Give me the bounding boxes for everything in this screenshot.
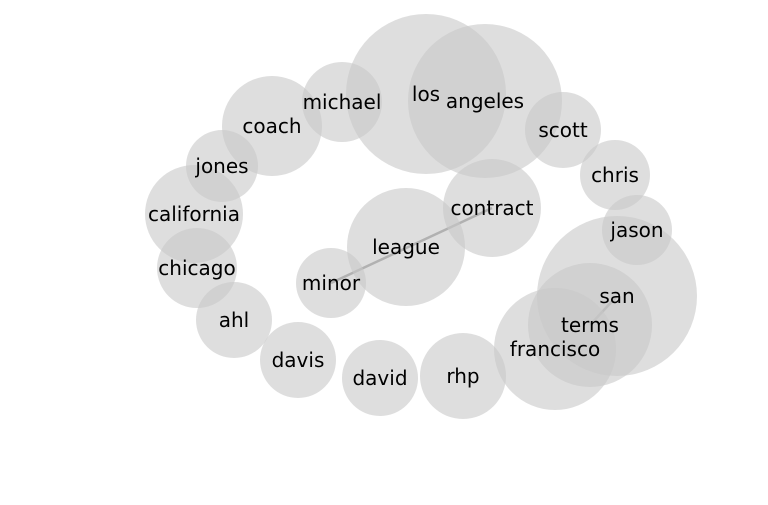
bubble-rhp (420, 333, 506, 419)
bubble-michael (302, 62, 382, 142)
label-los: los (412, 82, 440, 106)
label-chris: chris (591, 163, 639, 187)
label-michael: michael (303, 90, 382, 114)
bubble-davis (260, 322, 336, 398)
bubble-scott (525, 92, 601, 168)
bubbles-layer (145, 14, 697, 419)
bubble-league (347, 188, 465, 306)
label-jones: jones (194, 154, 248, 178)
label-california: california (148, 202, 240, 226)
bubble-minor (296, 248, 366, 318)
label-san: san (599, 284, 634, 308)
bubble-angeles (408, 24, 562, 178)
label-davis: davis (272, 348, 325, 372)
bubble-francisco (494, 288, 616, 410)
label-ahl: ahl (219, 308, 250, 332)
label-league: league (372, 235, 440, 259)
bubble-contract (443, 159, 541, 257)
bubble-chris (580, 140, 650, 210)
label-terms: terms (561, 313, 619, 337)
label-chicago: chicago (158, 256, 235, 280)
label-david: david (352, 366, 407, 390)
label-minor: minor (302, 271, 361, 295)
bubble-ahl (196, 282, 272, 358)
label-angeles: angeles (446, 89, 524, 113)
label-contract: contract (450, 196, 533, 220)
label-francisco: francisco (510, 337, 600, 361)
label-scott: scott (538, 118, 587, 142)
label-jason: jason (609, 218, 663, 242)
bubble-david (342, 340, 418, 416)
label-rhp: rhp (446, 364, 479, 388)
label-coach: coach (242, 114, 301, 138)
